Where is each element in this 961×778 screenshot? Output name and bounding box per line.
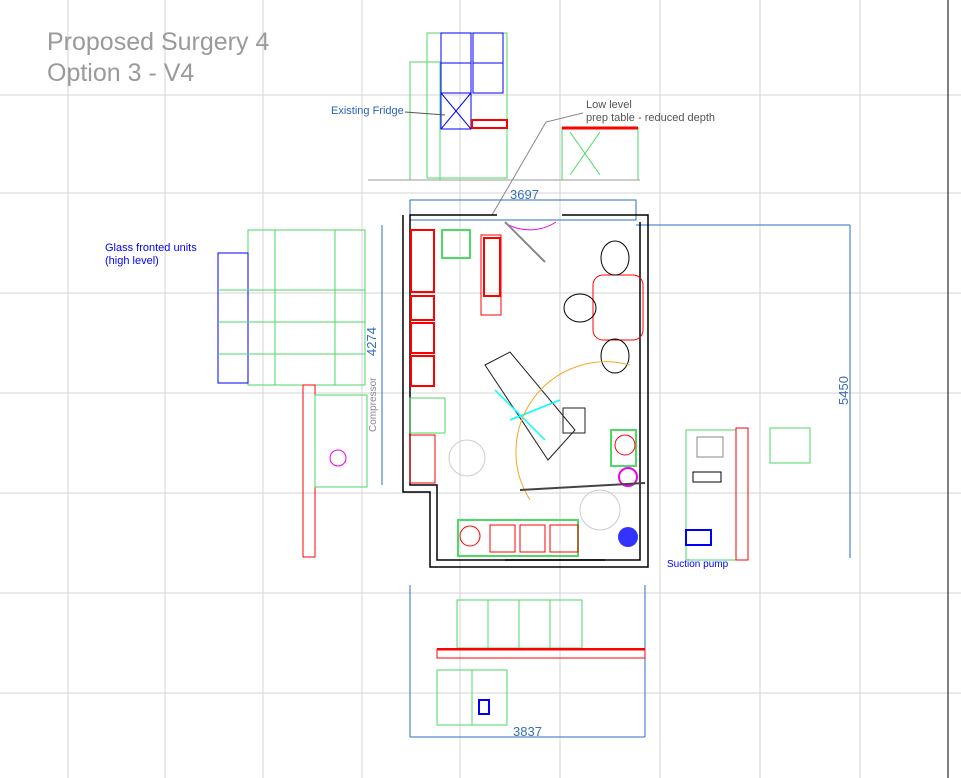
room-walls [402, 214, 649, 568]
dental-chair [484, 351, 586, 461]
right-elevation [685, 427, 811, 561]
drawing-title: Proposed Surgery 4 [47, 28, 270, 56]
label-compressor: Compressor [368, 377, 379, 432]
bottom-elevation [436, 599, 646, 726]
dimension-right: 5450 [836, 376, 851, 405]
dimension-left: 4274 [364, 327, 379, 356]
chairs [448, 240, 630, 531]
cabinets [409, 229, 644, 557]
compressor-elevation [302, 384, 368, 558]
label-glass-units: Glass fronted units [105, 242, 197, 254]
dimension-lines [381, 199, 851, 738]
suction-unit [618, 527, 638, 547]
label-low-level: Low level [586, 99, 632, 111]
drawing-subtitle: Option 3 - V4 [47, 59, 195, 87]
label-suction-pump: Suction pump [667, 559, 729, 570]
leader-prep [491, 112, 584, 216]
label-high-level: (high level) [105, 255, 159, 267]
label-prep-table: prep table - reduced depth [586, 112, 716, 124]
reach-arc [515, 361, 631, 501]
dimension-top: 3697 [510, 187, 539, 202]
dimension-bottom: 3837 [513, 724, 542, 739]
leader-fridge [404, 111, 446, 116]
label-existing-fridge: Existing Fridge [331, 105, 404, 117]
glass-units-elevation [217, 229, 366, 386]
